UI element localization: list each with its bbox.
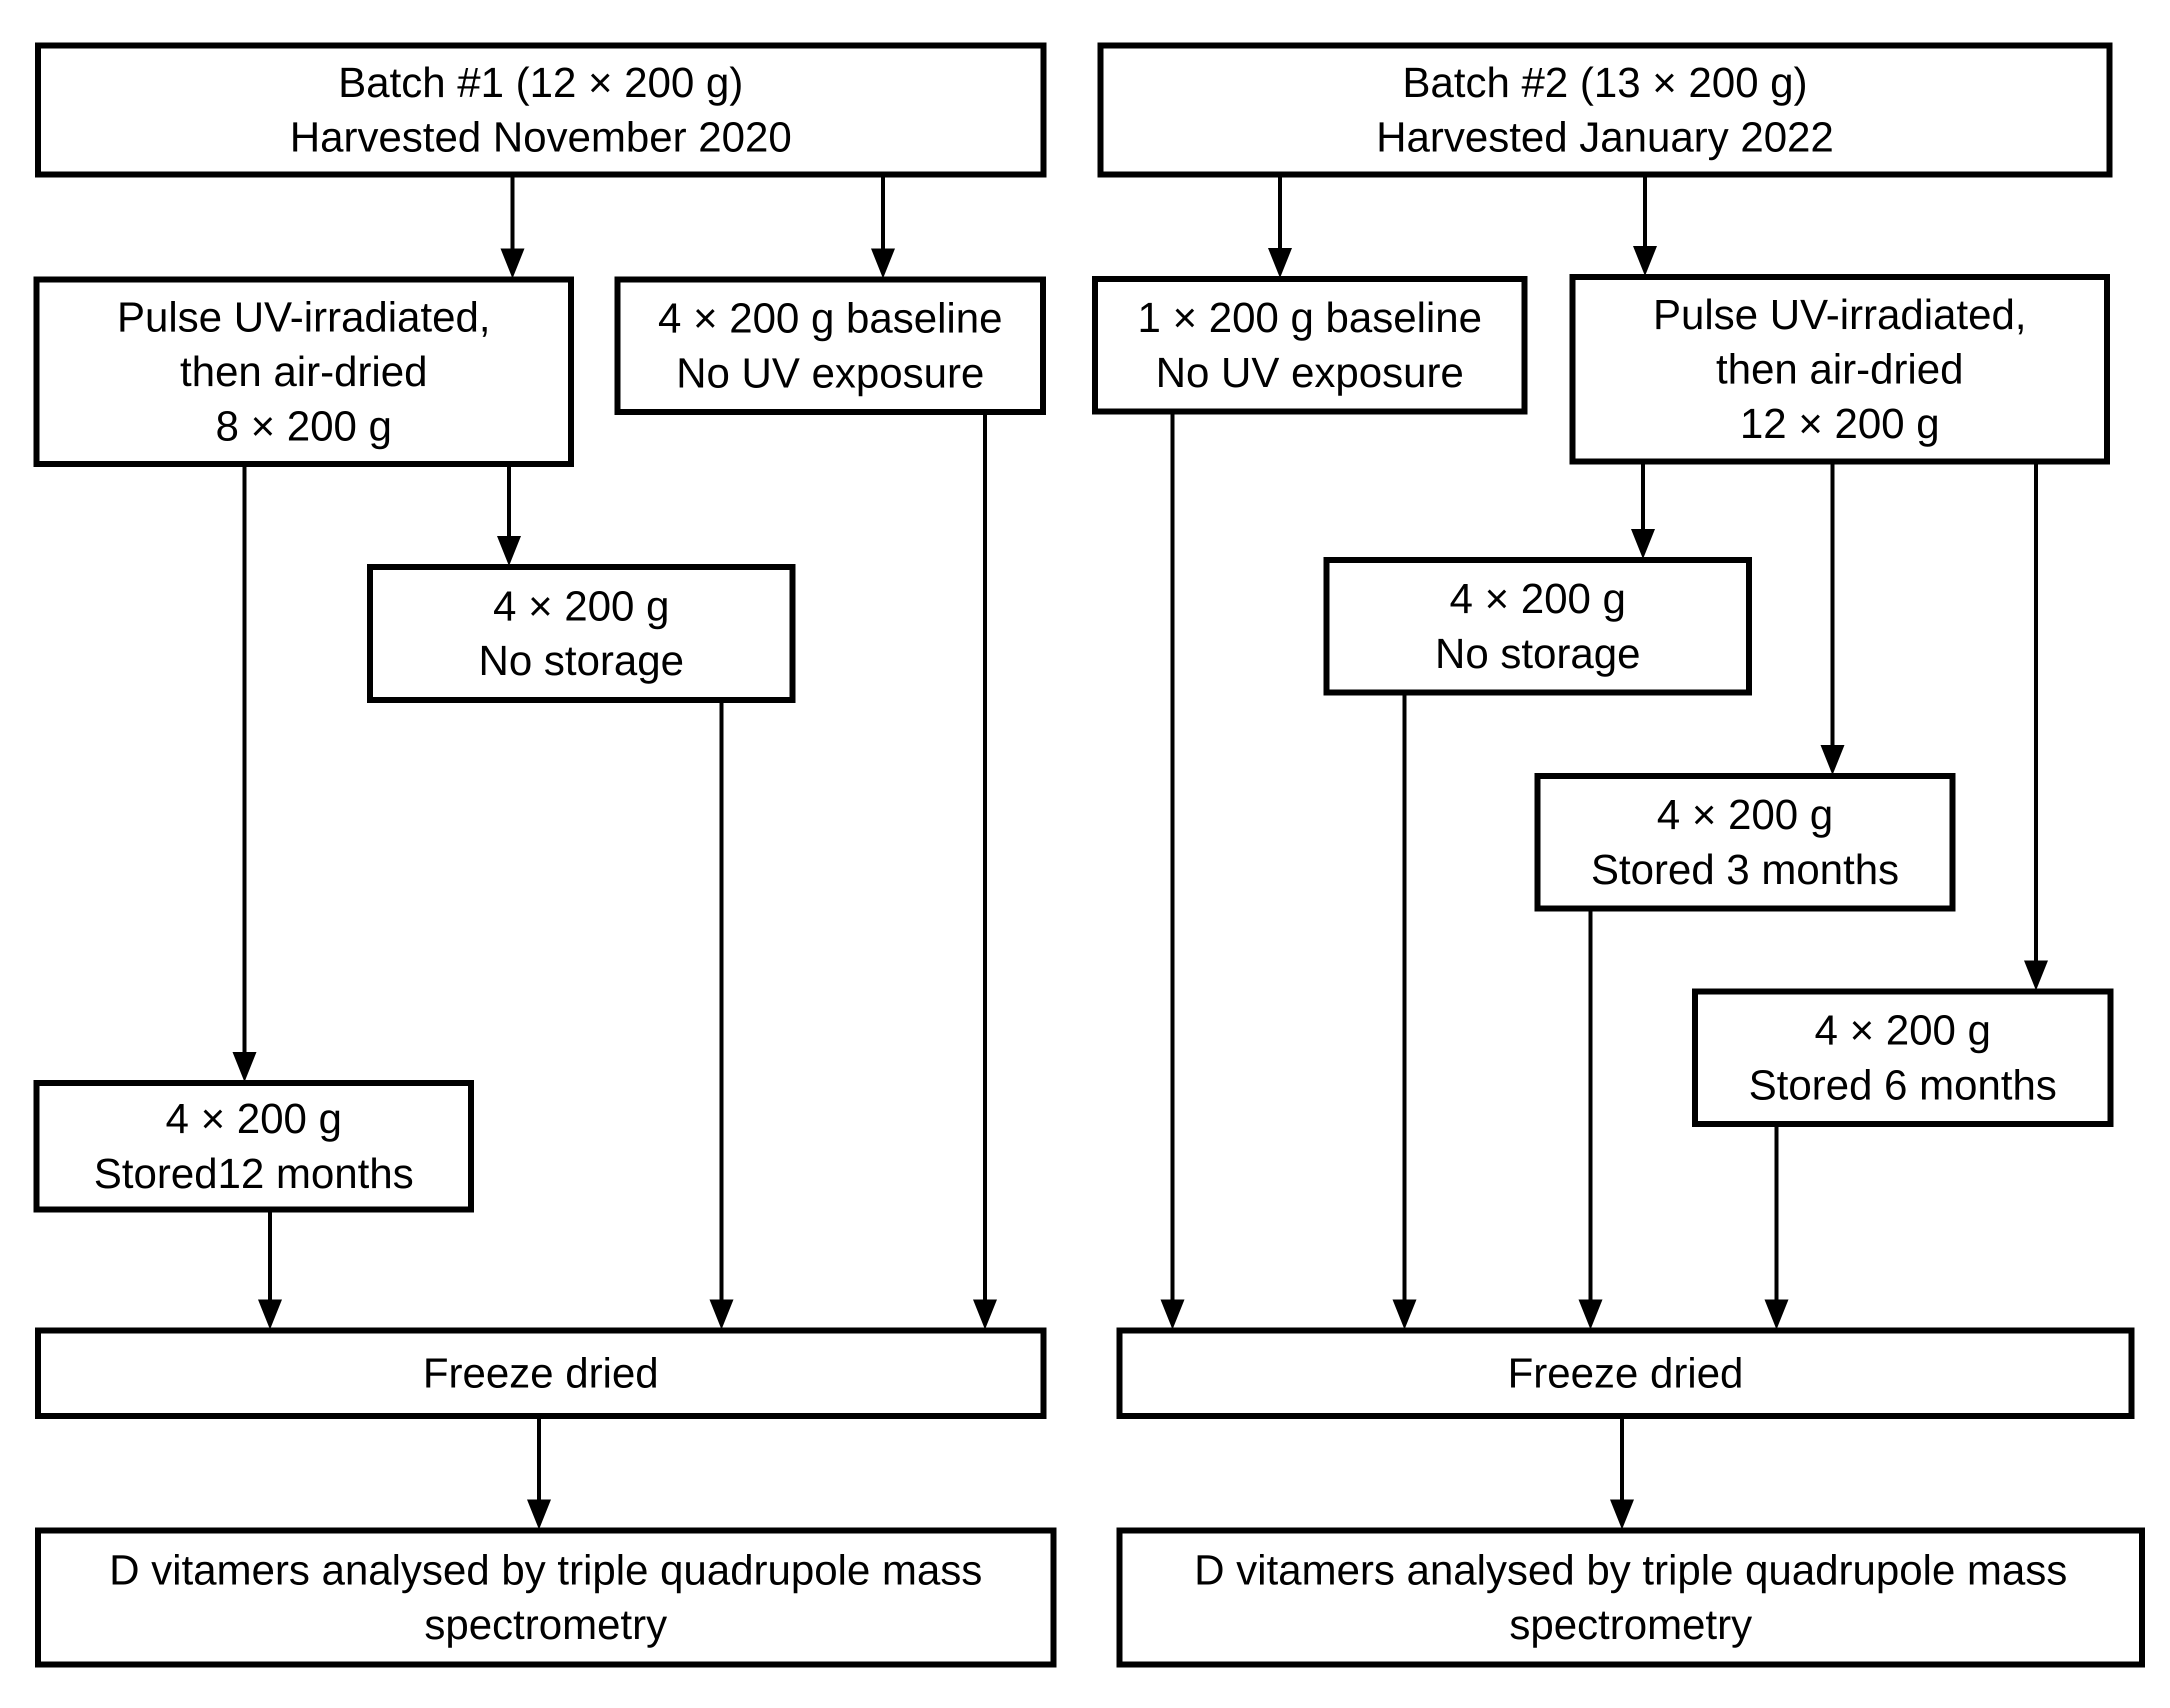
arrow-batch2-no-storage-to-freeze xyxy=(1402,696,1406,1300)
arrow-batch2-pulse-to-stored-3 xyxy=(1830,464,1834,746)
arrow-batch2-pulse-to-no-storage xyxy=(1641,464,1645,530)
arrow-head-batch1-pulse-to-stored-12 xyxy=(232,1052,256,1082)
arrow-batch1-to-pulse-uv xyxy=(510,178,514,250)
arrow-batch1-baseline-to-freeze xyxy=(983,415,987,1300)
arrow-head-batch2-baseline-to-freeze xyxy=(1160,1300,1184,1330)
arrow-head-batch1-baseline-to-freeze xyxy=(973,1300,997,1330)
box-batch2-pulse-uv: Pulse UV-irradiated, then air-dried 12 ×… xyxy=(1570,274,2110,464)
arrow-batch1-stored-12-to-freeze xyxy=(268,1212,272,1300)
box-batch1-stored-12-months: 4 × 200 g Stored12 months xyxy=(34,1080,474,1212)
box-batch2-freeze-dried: Freeze dried xyxy=(1116,1328,2134,1419)
arrow-batch1-freeze-to-analysis xyxy=(537,1419,541,1500)
box-batch2-stored-3-months: 4 × 200 g Stored 3 months xyxy=(1534,773,1956,912)
arrow-batch2-freeze-to-analysis xyxy=(1620,1419,1624,1500)
arrow-batch1-to-baseline xyxy=(881,178,885,250)
box-batch1-freeze-dried: Freeze dried xyxy=(35,1328,1046,1419)
arrow-head-batch1-freeze-to-analysis xyxy=(527,1500,551,1530)
arrow-batch1-pulse-to-no-storage xyxy=(507,467,511,537)
arrow-head-batch2-pulse-to-no-storage xyxy=(1631,529,1655,559)
arrow-head-batch1-pulse-to-no-storage xyxy=(497,536,521,566)
arrow-head-batch2-pulse-to-stored-6 xyxy=(2024,960,2048,990)
arrow-head-batch1-to-pulse-uv xyxy=(500,248,524,278)
arrow-head-batch2-to-pulse-uv xyxy=(1633,246,1657,276)
arrow-head-batch2-to-baseline xyxy=(1268,248,1292,278)
arrow-head-batch1-no-storage-to-freeze xyxy=(710,1300,734,1330)
box-batch1-analysis: D vitamers analysed by triple quadrupole… xyxy=(35,1528,1056,1668)
arrow-head-batch2-pulse-to-stored-3 xyxy=(1820,745,1844,775)
arrow-head-batch1-stored-12-to-freeze xyxy=(258,1300,282,1330)
arrow-head-batch2-stored-3-to-freeze xyxy=(1578,1300,1602,1330)
arrow-batch2-stored-3-to-freeze xyxy=(1588,912,1592,1300)
box-batch2-source: Batch #2 (13 × 200 g) Harvested January … xyxy=(1098,42,2112,178)
arrow-batch2-stored-6-to-freeze xyxy=(1774,1127,1778,1300)
box-batch1-pulse-uv: Pulse UV-irradiated, then air-dried 8 × … xyxy=(34,276,574,467)
box-batch1-source: Batch #1 (12 × 200 g) Harvested November… xyxy=(35,42,1046,178)
box-batch2-baseline: 1 × 200 g baseline No UV exposure xyxy=(1092,276,1528,414)
arrow-head-batch2-freeze-to-analysis xyxy=(1610,1500,1634,1530)
box-batch1-no-storage: 4 × 200 g No storage xyxy=(367,564,796,703)
arrow-head-batch2-no-storage-to-freeze xyxy=(1392,1300,1416,1330)
arrow-batch1-pulse-to-stored-12 xyxy=(242,467,246,1053)
box-batch1-baseline: 4 × 200 g baseline No UV exposure xyxy=(614,276,1046,415)
arrow-batch2-to-pulse-uv xyxy=(1643,178,1647,247)
arrow-head-batch1-to-baseline xyxy=(871,248,895,278)
arrow-batch1-no-storage-to-freeze xyxy=(720,703,724,1300)
arrow-batch2-pulse-to-stored-6 xyxy=(2034,464,2038,962)
arrow-head-batch2-stored-6-to-freeze xyxy=(1764,1300,1788,1330)
arrow-batch2-baseline-to-freeze xyxy=(1170,414,1174,1300)
box-batch2-analysis: D vitamers analysed by triple quadrupole… xyxy=(1116,1528,2145,1668)
arrow-batch2-to-baseline xyxy=(1278,178,1282,249)
box-batch2-no-storage: 4 × 200 g No storage xyxy=(1324,557,1752,696)
box-batch2-stored-6-months: 4 × 200 g Stored 6 months xyxy=(1692,988,2114,1127)
